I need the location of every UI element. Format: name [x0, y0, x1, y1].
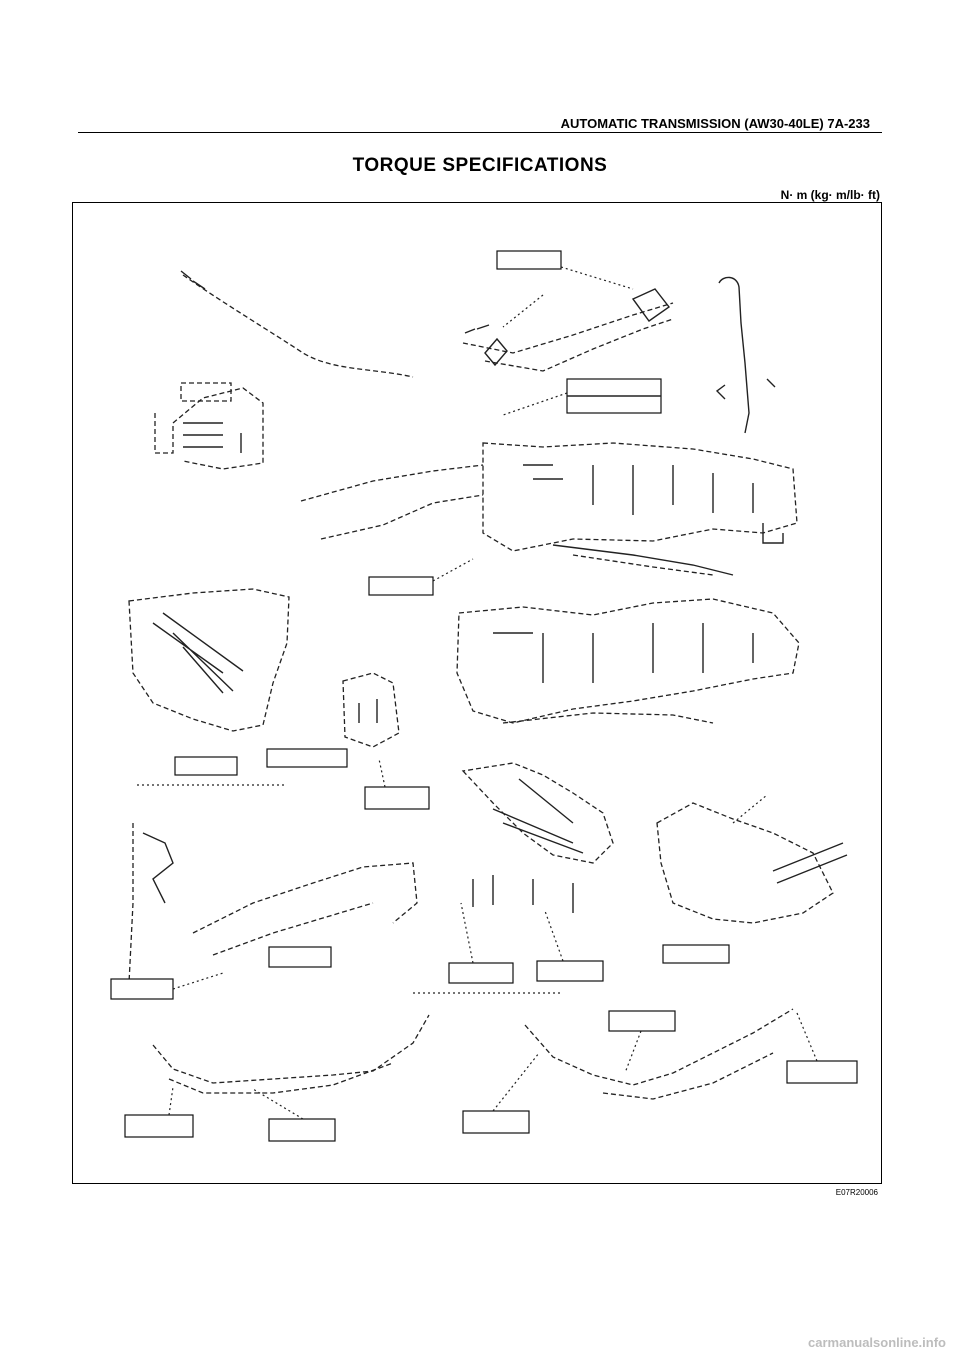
torque-label-box — [174, 756, 238, 776]
shift-rod-assembly-lower — [484, 318, 674, 372]
torque-label-box — [536, 960, 604, 982]
torque-label-box — [368, 576, 434, 596]
input-shaft — [300, 464, 484, 502]
torque-label-box — [268, 1118, 336, 1142]
page-title: TORQUE SPECIFICATIONS — [352, 155, 608, 176]
rod-end-right — [631, 288, 671, 322]
extension-housing-part — [154, 387, 264, 470]
cooler-pipe-right-lower — [602, 1052, 774, 1100]
leader-line — [378, 758, 386, 788]
bracket-part — [342, 672, 400, 748]
mount-bracket — [762, 523, 784, 544]
torque-label-box — [662, 944, 730, 964]
torque-label-box — [266, 748, 348, 768]
transmission-lower-ribs — [493, 623, 754, 683]
housing-top — [180, 382, 232, 402]
page-header-title: AUTOMATIC TRANSMISSION (AW30-40LE) 7A-23… — [560, 116, 870, 131]
shift-lever — [142, 832, 174, 904]
rod-end — [484, 337, 508, 367]
transmission-ribs — [523, 464, 754, 515]
torque-diagram-drawing — [110, 250, 858, 1142]
leader-line — [172, 972, 224, 990]
torque-label-box — [462, 1110, 530, 1134]
torque-label-box — [364, 786, 430, 810]
shift-linkage-cluster — [461, 762, 614, 864]
torque-label-box — [496, 250, 562, 270]
shift-rod-assembly — [462, 302, 674, 354]
linkage-lines — [492, 778, 584, 854]
leader-line — [732, 794, 768, 824]
valve-body-lines — [152, 612, 244, 694]
speed-sensor-probe — [772, 842, 848, 884]
units-label: N· m (kg· m/lb· ft) — [780, 188, 880, 202]
torque-label-box — [124, 1114, 194, 1138]
control-rod — [192, 862, 418, 934]
shift-cable — [128, 823, 134, 984]
leader-line — [560, 266, 634, 290]
speed-sensor-bracket — [656, 802, 834, 924]
input-shaft-lower — [320, 494, 484, 540]
nut-marker — [464, 324, 490, 334]
cooler-pipe-right — [524, 1008, 794, 1086]
torque-label-box — [608, 1010, 676, 1032]
housing-detail — [183, 422, 242, 453]
bracket-hole — [358, 699, 378, 723]
cooler-pipe — [152, 1014, 430, 1084]
site-watermark: carmanualsonline.info — [808, 1335, 946, 1350]
leader-line — [432, 558, 474, 582]
linkage-bolts — [472, 875, 574, 913]
dipstick-handle — [180, 270, 206, 290]
valve-body — [128, 588, 290, 732]
leader-line — [502, 392, 568, 416]
transmission-case-lower — [456, 598, 800, 724]
control-rod-lower — [212, 902, 374, 956]
oil-pan-rail — [552, 544, 734, 576]
torque-diagram-figure — [72, 202, 882, 1184]
figure-code: E07R20006 — [835, 1188, 878, 1197]
oil-dipstick-tube — [182, 274, 414, 378]
header-divider — [78, 132, 882, 133]
dipstick-right — [718, 276, 750, 434]
oil-pan-rail-lower — [572, 554, 714, 576]
torque-label-box — [786, 1060, 858, 1084]
transmission-case — [482, 442, 798, 552]
leader-line — [502, 294, 544, 328]
dipstick-cap — [715, 378, 776, 400]
leader-line — [460, 902, 564, 964]
cooler-pipe-lower — [168, 1062, 394, 1094]
oil-cooler-line — [502, 712, 714, 724]
leader-line — [492, 1012, 818, 1112]
torque-label-box — [110, 978, 174, 1000]
torque-label-box — [448, 962, 514, 984]
torque-label-box — [268, 946, 332, 968]
